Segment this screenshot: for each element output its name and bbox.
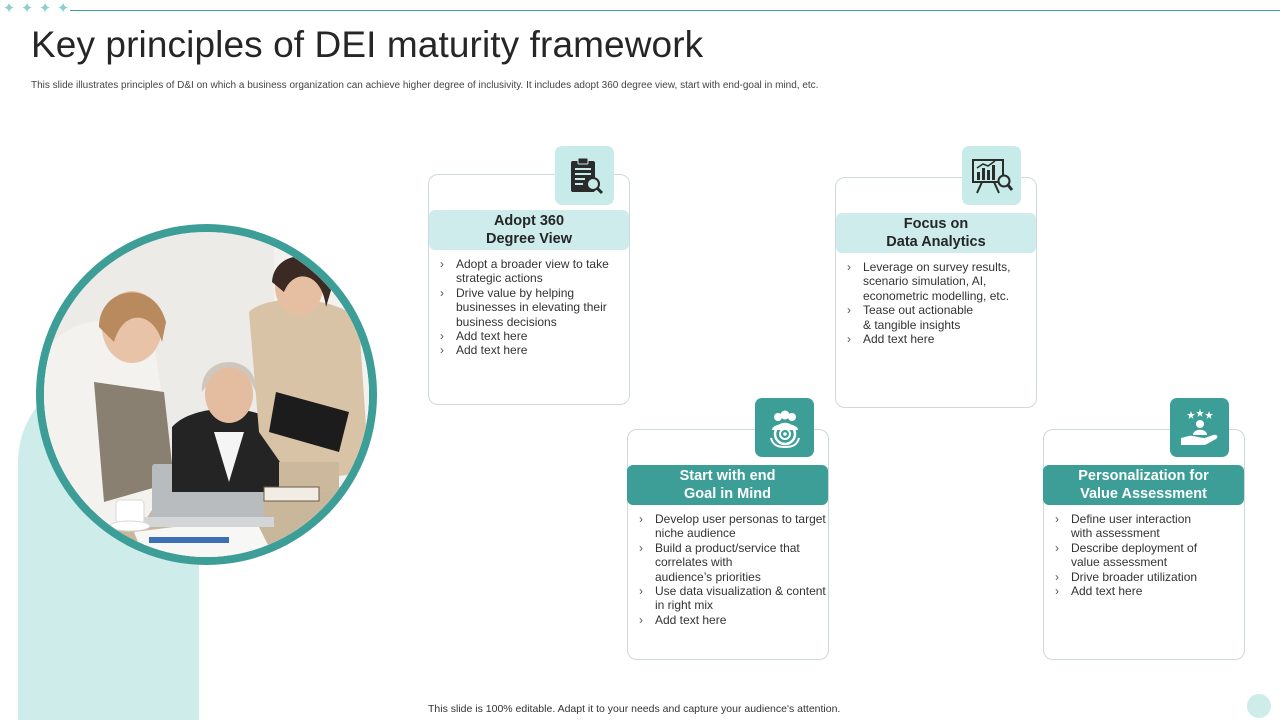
sparkle-decoration: ✦ ✦ ✦ ✦ xyxy=(2,0,70,17)
card-heading: Personalization for Value Assessment xyxy=(1043,465,1244,505)
card-bullet-list: Leverage on survey results, scenario sim… xyxy=(845,260,1035,347)
list-item: Describe deployment of value assessment xyxy=(1053,541,1243,570)
page-subtitle: This slide illustrates principles of D&I… xyxy=(31,80,819,91)
list-item: Adopt a broader view to take strategic a… xyxy=(438,257,628,286)
list-item: Drive broader utilization xyxy=(1053,570,1243,585)
team-target-icon xyxy=(755,398,814,457)
clipboard-search-icon xyxy=(555,146,614,205)
card-heading: Focus on Data Analytics xyxy=(836,213,1036,253)
list-item: Add text here xyxy=(637,613,829,628)
sparkle-icon: ✦ xyxy=(56,0,70,17)
list-item: Use data visualization & content in righ… xyxy=(637,584,829,613)
card-bullet-list: Adopt a broader view to take strategic a… xyxy=(438,257,628,358)
list-item: Drive value by helping businesses in ele… xyxy=(438,286,628,329)
card-bullet-list: Develop user personas to target niche au… xyxy=(637,512,829,628)
list-item: Build a product/service that correlates … xyxy=(637,541,829,584)
list-item: Add text here xyxy=(845,332,1035,347)
card-bullet-list: Define user interaction with assessment … xyxy=(1053,512,1243,599)
top-rule xyxy=(70,10,1280,11)
sparkle-icon: ✦ xyxy=(2,0,16,17)
footer-note: This slide is 100% editable. Adapt it to… xyxy=(428,703,841,715)
list-item: Add text here xyxy=(438,329,628,344)
hand-user-stars-icon xyxy=(1170,398,1229,457)
list-item: Add text here xyxy=(438,343,628,358)
card-heading: Start with end Goal in Mind xyxy=(627,465,828,505)
team-photo xyxy=(44,232,369,557)
list-item: Tease out actionable & tangible insights xyxy=(845,303,1035,332)
list-item: Define user interaction with assessment xyxy=(1053,512,1243,541)
list-item: Develop user personas to target niche au… xyxy=(637,512,829,541)
list-item: Add text here xyxy=(1053,584,1243,599)
analytics-presentation-icon xyxy=(962,146,1021,205)
sparkle-icon: ✦ xyxy=(38,0,52,17)
corner-decoration xyxy=(1247,694,1271,718)
sparkle-icon: ✦ xyxy=(20,0,34,17)
card-heading: Adopt 360 Degree View xyxy=(429,210,629,250)
list-item: Leverage on survey results, scenario sim… xyxy=(845,260,1035,303)
page-title: Key principles of DEI maturity framework xyxy=(31,24,704,65)
